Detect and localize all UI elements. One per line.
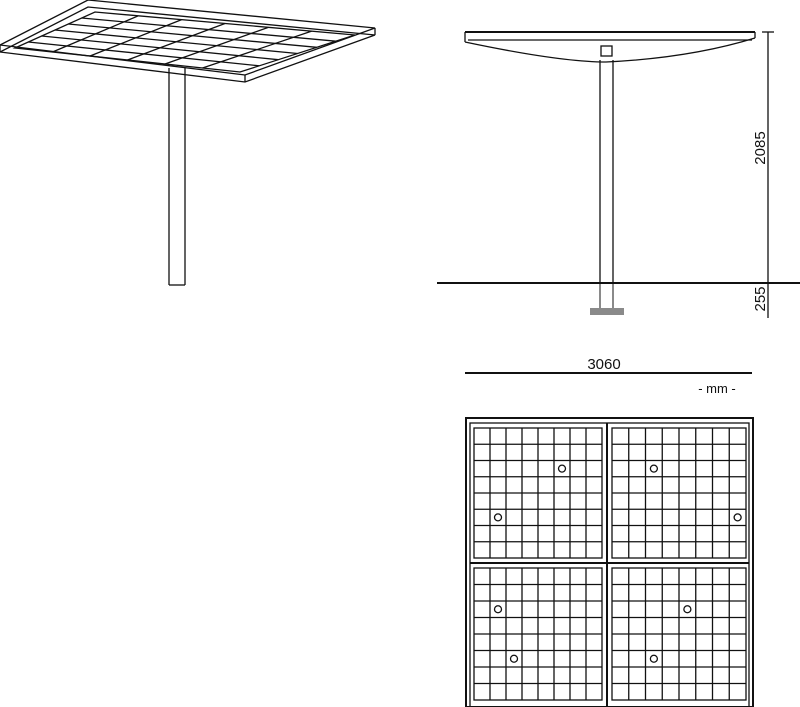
perspective-view <box>0 0 376 286</box>
footing-plate <box>590 308 624 315</box>
plan-panel <box>611 567 747 701</box>
bolt-mark <box>493 513 503 522</box>
dim-height: 2085 <box>752 131 769 164</box>
bolt-mark <box>509 654 519 663</box>
bolt-mark <box>733 513 742 522</box>
vertical-dimension: 2085 255 <box>752 31 774 318</box>
plan-panel <box>473 567 603 701</box>
canopy-side <box>464 31 756 63</box>
bolt-mark <box>683 605 692 614</box>
horizontal-dimension: 3060 - mm - <box>465 356 752 396</box>
dim-width: 3060 <box>587 356 620 373</box>
canopy-beam <box>202 30 312 69</box>
side-elevation: 2085 255 <box>437 31 800 318</box>
plan-view <box>465 417 754 707</box>
post-side <box>599 60 614 283</box>
bolt-mark <box>649 654 659 663</box>
canopy-perspective <box>0 0 376 83</box>
plan-panel <box>611 427 747 559</box>
plan-panel <box>473 427 603 559</box>
dim-depth: 255 <box>752 286 769 311</box>
canopy-beam <box>164 26 269 65</box>
bolt-mark <box>649 464 659 473</box>
canopy-beam <box>127 22 226 61</box>
unit-label: - mm - <box>698 381 736 396</box>
bolt-mark <box>557 464 567 473</box>
footing <box>590 284 624 315</box>
post-perspective <box>168 68 186 286</box>
bolt-mark <box>493 605 503 614</box>
